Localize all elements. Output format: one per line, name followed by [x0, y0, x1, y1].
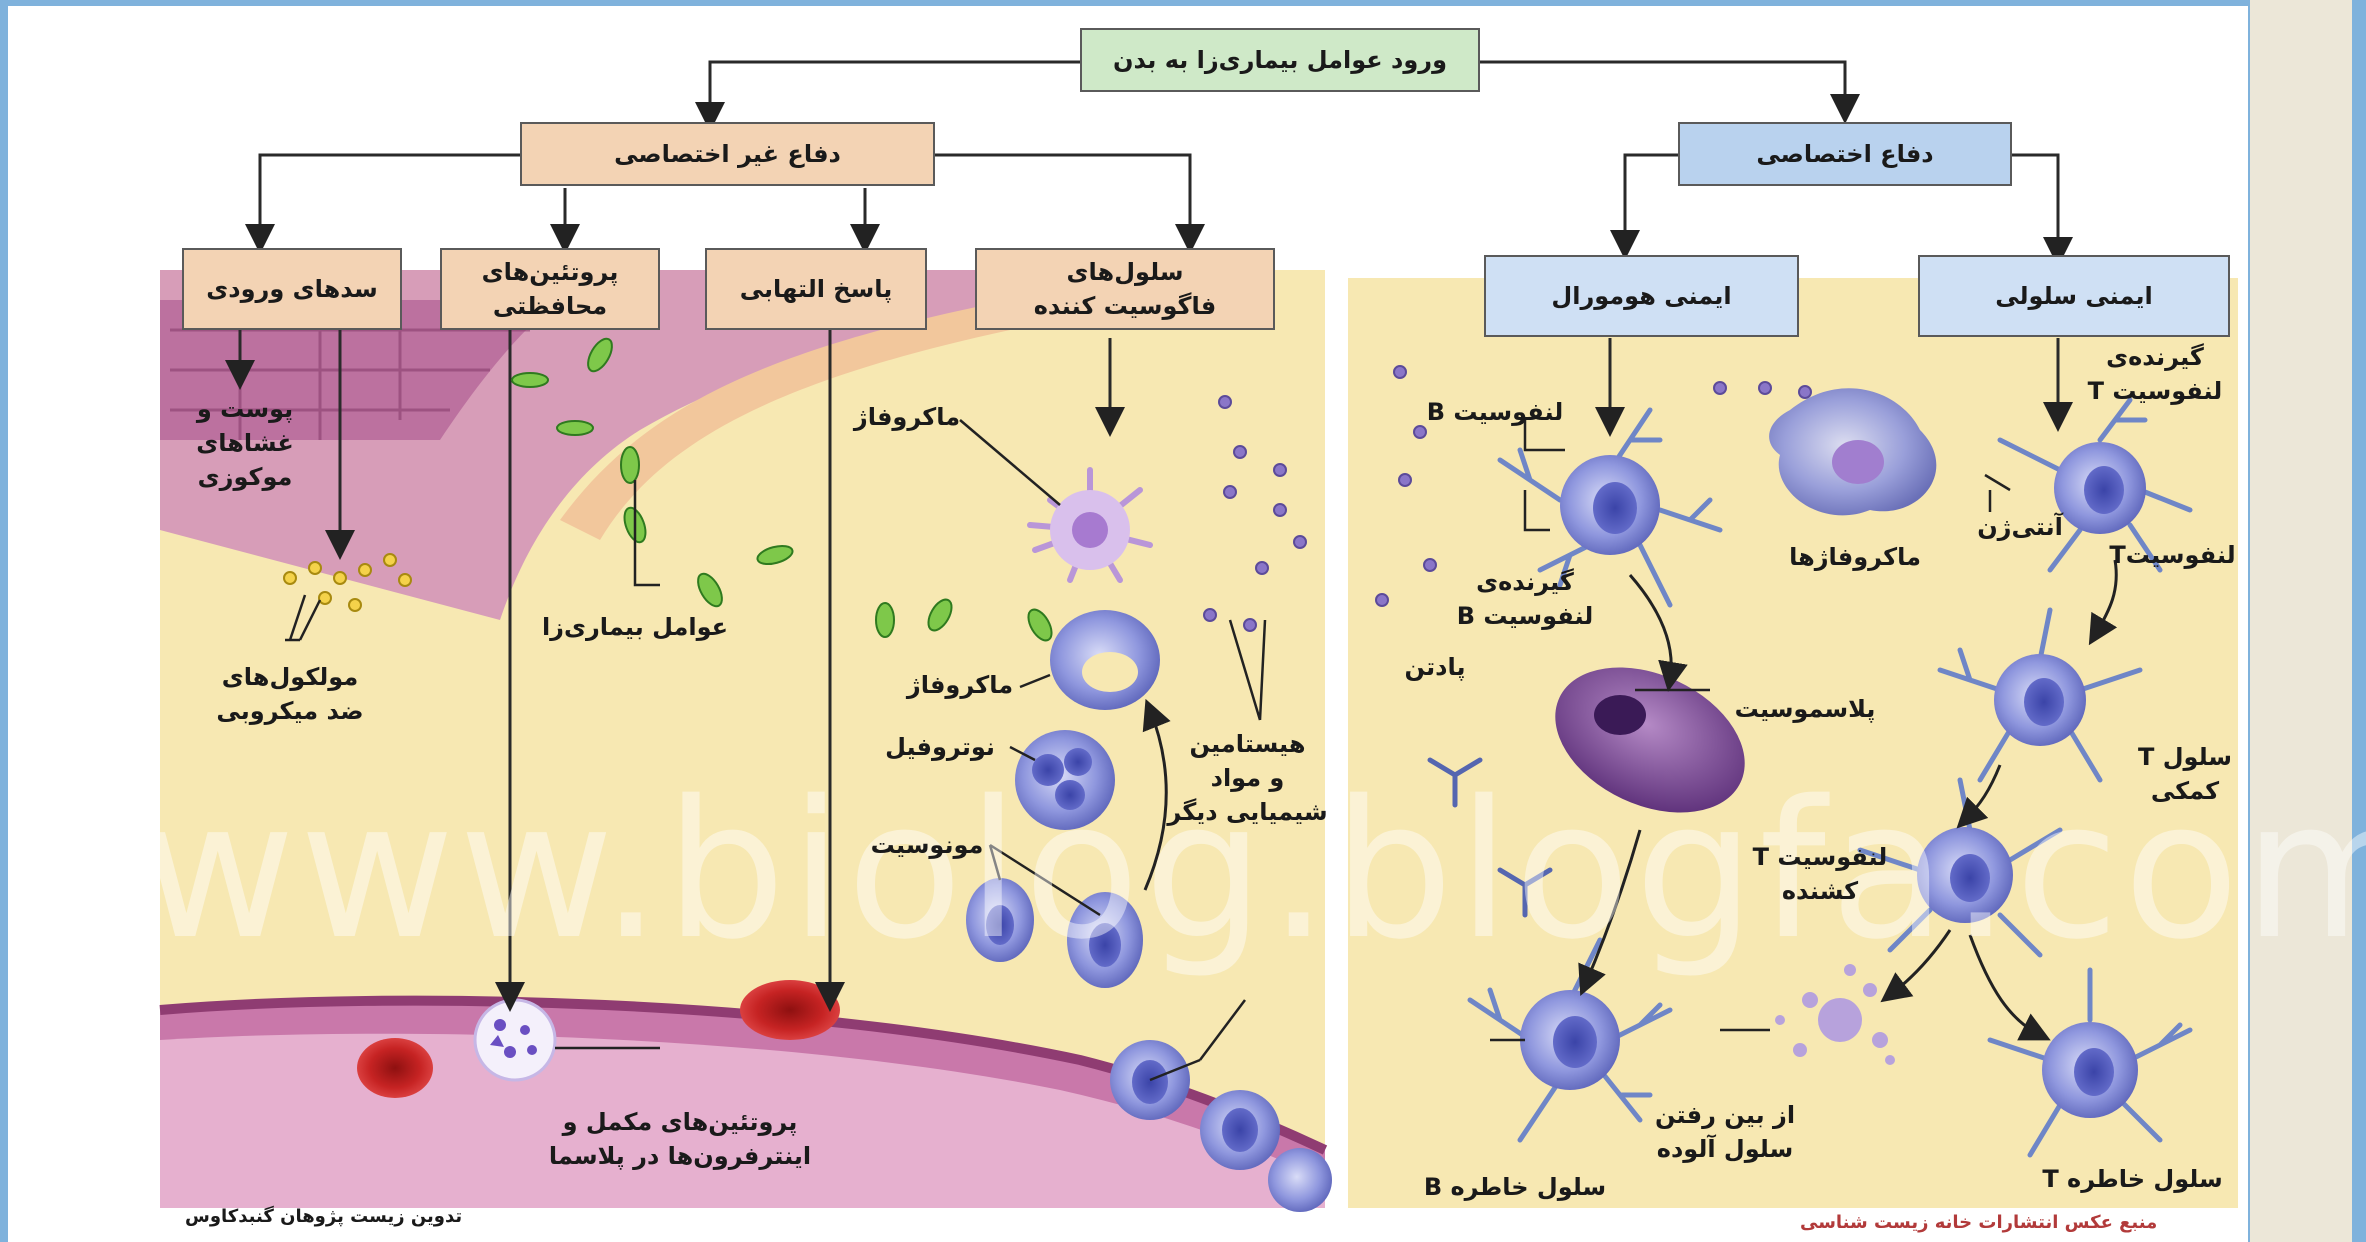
skin-mucosa-label: پوست و غشاهای موکوزی — [180, 392, 310, 494]
credit-right: منبع عکس انتشارات خانه زیست شناسی — [1800, 1212, 2157, 1233]
memory-t-label: سلول خاطره T — [2030, 1162, 2235, 1196]
t-lymphocyte-label: لنفوسیتT — [2105, 538, 2240, 572]
humoral-immunity-box: ایمنی هومورال — [1484, 255, 1799, 337]
nonspecific-defense-box: دفاع غیر اختصاصی — [520, 122, 935, 186]
b-lymphocyte-label: لنفوسیت B — [1420, 395, 1570, 429]
inflammatory-response-box: پاسخ التهابی — [705, 248, 927, 330]
macrophage-top-label: ماکروفاژ — [842, 400, 972, 434]
nonspecific-panel — [160, 270, 1332, 1212]
infected-cell-death-label: از بین رفتن سلول آلوده — [1640, 1098, 1810, 1166]
protective-proteins-box: پروتئین‌های محافظتی — [440, 248, 660, 330]
credit-left: تدوین زیست پژوهان گنبدکاوس — [185, 1206, 462, 1227]
title-box: ورود عوامل بیماری‌زا به بدن — [1080, 28, 1480, 92]
monocyte-label: مونوسیت — [862, 828, 992, 862]
macrophages-label: ماکروفاژها — [1780, 540, 1930, 574]
pathogens-label: عوامل بیماری‌زا — [520, 610, 750, 644]
entry-barriers-box: سدهای ورودی — [182, 248, 402, 330]
neutrophil-label: نوتروفیل — [875, 730, 1005, 764]
cellular-immunity-box: ایمنی سلولی — [1918, 255, 2230, 337]
helper-t-label: سلول T کمکی — [2130, 740, 2240, 808]
specific-defense-box: دفاع اختصاصی — [1678, 122, 2012, 186]
antibody-label: پادتن — [1385, 650, 1485, 684]
killer-t-label: لنفوسیت T کشنده — [1745, 840, 1895, 908]
b-receptor-label: گیرنده‌ی لنفوسیت B — [1440, 565, 1610, 633]
complement-interferon-label: پروتئین‌های مکمل و اینترفرون‌ها در پلاسم… — [520, 1105, 840, 1173]
antigen-label: آنتی‌ژن — [1960, 510, 2080, 544]
t-receptor-label: گیرنده‌ی لنفوسیت T — [2075, 340, 2235, 408]
antimicrobial-molecules-label: مولکول‌های ضد میکروبی — [190, 660, 390, 728]
histamine-label: هیستامین و مواد شیمیایی دیگر — [1160, 727, 1335, 829]
plasmocyte-label: پلاسموسیت — [1715, 692, 1895, 726]
phagocytic-cells-box: سلول‌های فاگوسیت کننده — [975, 248, 1275, 330]
macrophage-mid-label: ماکروفاژ — [895, 668, 1025, 702]
macrophage-eating-cell — [1050, 610, 1160, 710]
memory-b-label: سلول خاطره B — [1410, 1170, 1620, 1204]
